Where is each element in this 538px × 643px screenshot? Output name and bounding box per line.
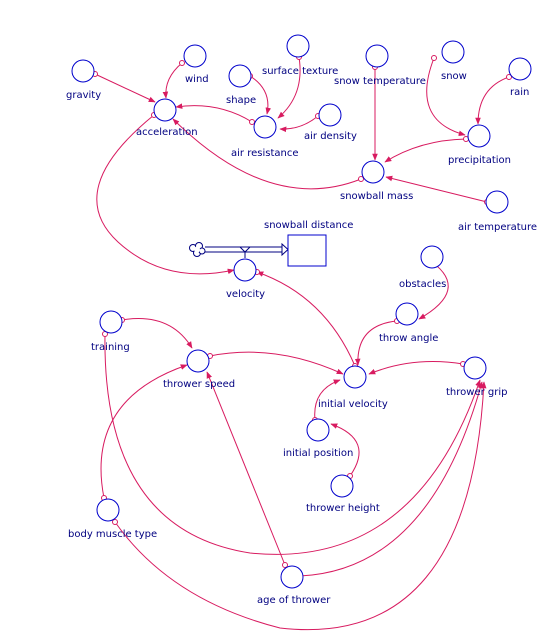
label-air-resistance: air resistance (231, 148, 298, 159)
tail-snowball-mass (358, 176, 364, 182)
link-rain-precipitation (475, 76, 510, 125)
label-air-density: air density (304, 131, 357, 142)
label-thrower-height: thrower height (306, 503, 380, 514)
link-snow-precipitation (426, 57, 466, 137)
flow-valve-icon[interactable] (238, 246, 252, 253)
label-rain: rain (510, 87, 529, 98)
cloud-source-icon (189, 242, 206, 257)
link-training-throwerspeed (121, 318, 193, 349)
label-snowball-mass: snowball mass (340, 191, 413, 202)
link-snowballmass-acceleration (172, 118, 362, 190)
link-initialposition-initialvelocity (314, 379, 341, 421)
label-precipitation: precipitation (448, 155, 511, 166)
node-wind[interactable] (183, 44, 207, 68)
stock-snowball-distance[interactable] (287, 234, 327, 267)
node-thrower-height[interactable] (330, 474, 354, 498)
label-initial-position: initial position (283, 448, 353, 459)
label-surface-texture: surface texture (262, 66, 338, 77)
link-age-throwerspeed (206, 371, 286, 566)
label-air-temperature: air temperature (458, 222, 537, 233)
node-obstacles[interactable] (420, 245, 444, 269)
label-initial-velocity: initial velocity (318, 399, 388, 410)
tail-snow (431, 55, 437, 61)
label-thrower-speed: thrower speed (163, 379, 235, 390)
node-acceleration[interactable] (153, 98, 177, 122)
node-snow-temperature[interactable] (365, 44, 389, 68)
node-gravity[interactable] (71, 59, 95, 83)
node-shape[interactable] (228, 64, 252, 88)
label-velocity: velocity (226, 289, 265, 300)
node-air-resistance[interactable] (253, 115, 277, 139)
link-acceleration-velocity (96, 114, 235, 275)
link-velocity-initialvelocity (256, 271, 356, 367)
link-training-throwergrip (104, 333, 481, 555)
link-bodymuscle-throwerspeed (100, 364, 188, 499)
tail-body-muscle-2 (112, 519, 118, 525)
flow-arrowhead (281, 242, 289, 257)
link-throwangle-initialvelocity (354, 320, 398, 366)
link-airresistance-acceleration (175, 103, 253, 123)
connectors (94, 56, 510, 631)
label-body-muscle-type: body muscle type (68, 529, 157, 540)
link-throwerheight-initialposition (330, 423, 360, 477)
label-obstacles: obstacles (399, 279, 446, 290)
label-thrower-grip: thrower grip (446, 387, 507, 398)
tail-age (282, 562, 288, 568)
node-surface-texture[interactable] (286, 34, 310, 58)
label-wind: wind (185, 74, 209, 85)
label-training: training (91, 342, 130, 353)
link-airdensity-airresistance (279, 115, 319, 133)
label-throw-angle: throw angle (379, 333, 438, 344)
link-surfacetexture-airresistance (277, 56, 301, 119)
link-obstacles-throwangle (418, 261, 449, 320)
link-airtemperature-snowballmass (385, 175, 488, 203)
link-precipitation-snowballmass (384, 138, 467, 163)
node-thrower-speed[interactable] (186, 349, 210, 373)
label-gravity: gravity (66, 90, 101, 101)
link-age-throwergrip (299, 381, 484, 577)
node-snow[interactable] (441, 40, 465, 64)
link-gravity-acceleration (94, 73, 156, 103)
label-snow: snow (441, 71, 467, 82)
node-initial-velocity[interactable] (343, 365, 367, 389)
node-age-of-thrower[interactable] (280, 565, 304, 589)
flow-group (189, 234, 327, 267)
labels: gravity wind surface texture shape snow … (66, 66, 537, 606)
label-age-of-thrower: age of thrower (257, 595, 331, 606)
tail-wind (179, 60, 185, 66)
node-body-muscle-type[interactable] (96, 498, 120, 522)
link-bodymuscle-throwergrip (114, 381, 487, 631)
node-air-temperature[interactable] (485, 190, 509, 214)
variable-nodes (71, 34, 532, 589)
link-wind-acceleration (162, 62, 183, 99)
node-initial-position[interactable] (306, 418, 330, 442)
node-throw-angle[interactable] (395, 302, 419, 326)
tail-rain (506, 74, 512, 80)
node-precipitation[interactable] (467, 124, 491, 148)
node-velocity[interactable] (233, 258, 257, 282)
node-rain[interactable] (508, 57, 532, 81)
node-air-density[interactable] (318, 103, 342, 127)
label-acceleration: acceleration (136, 127, 198, 138)
link-shape-airresistance (249, 75, 272, 115)
label-snow-temperature: snow temperature (334, 76, 426, 87)
node-training[interactable] (99, 310, 123, 334)
link-throwergrip-initialvelocity (368, 361, 464, 375)
node-thrower-grip[interactable] (463, 356, 487, 380)
node-snowball-mass[interactable] (361, 160, 385, 184)
tail-air-resistance (249, 119, 255, 125)
label-shape: shape (226, 95, 256, 106)
link-throwerspeed-initialvelocity (209, 351, 344, 375)
label-snowball-distance: snowball distance (264, 220, 353, 231)
